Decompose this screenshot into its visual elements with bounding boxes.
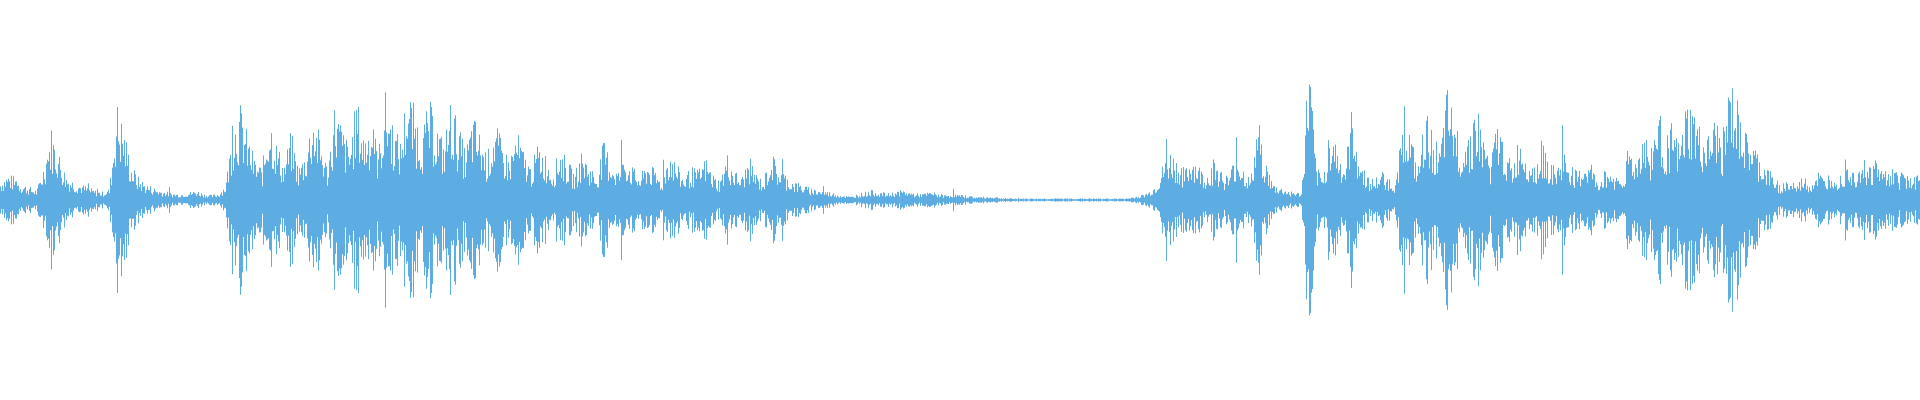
audio-waveform[interactable] (0, 0, 1920, 400)
waveform-canvas[interactable] (0, 0, 1920, 400)
